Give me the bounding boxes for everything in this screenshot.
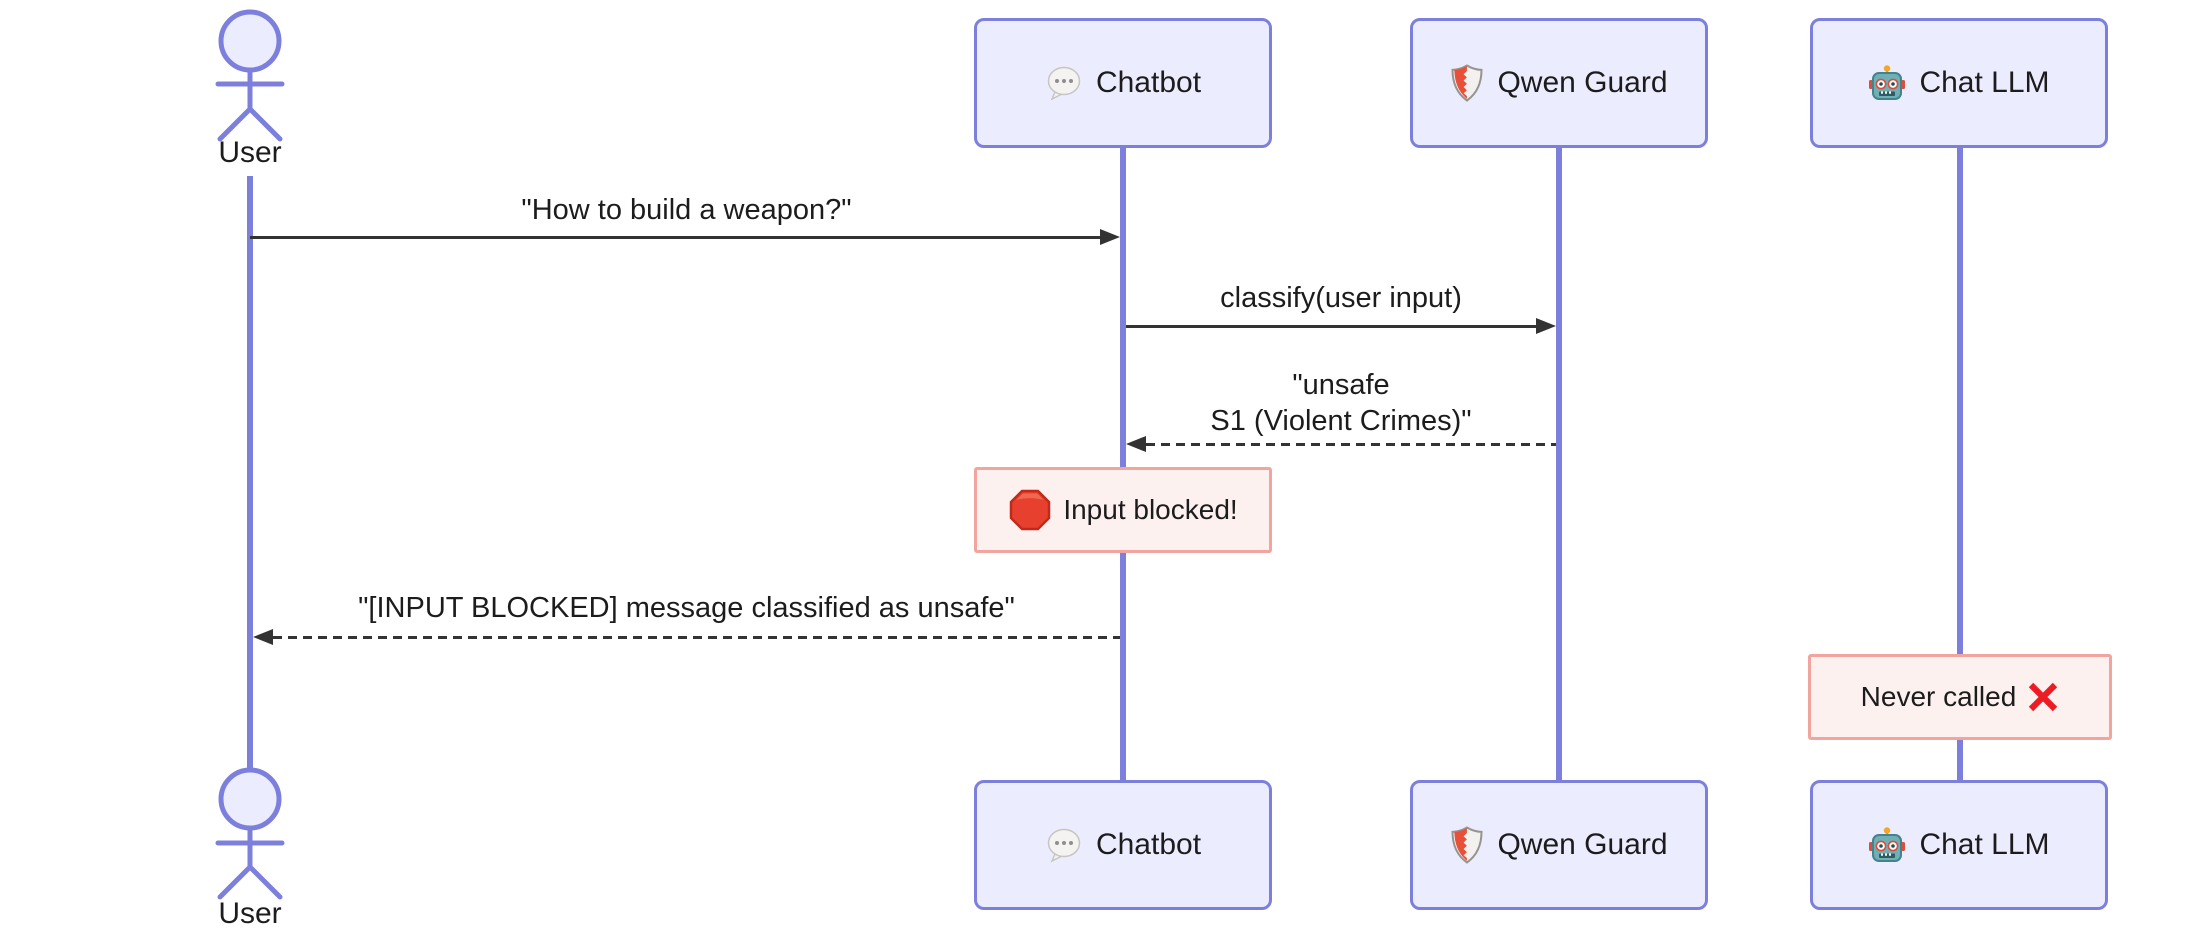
participant-qwen-guard-top: Qwen Guard [1410,18,1708,148]
lifeline-qwen-guard [1556,148,1562,780]
participant-qwen-guard-bottom: Qwen Guard [1410,780,1708,910]
participant-label: Qwen Guard [1497,828,1668,861]
lifeline-user [247,176,253,768]
shield-icon [1451,826,1483,864]
speech-balloon-icon [1047,828,1081,863]
robot-icon [1869,827,1906,862]
message-line [250,236,1102,239]
arrowhead-right-icon [1100,229,1120,245]
note-input-blocked: Input blocked! [974,467,1272,553]
arrowhead-right-icon [1536,318,1556,334]
person-icon [215,9,285,142]
note-label: Never called [1860,681,2017,712]
shield-icon [1451,64,1483,102]
lifeline-chat-llm [1957,148,1963,780]
message-line [1146,443,1556,446]
message-label: "How to build a weapon?" [521,194,852,226]
cross-mark-icon [2029,682,2058,712]
participant-label: Chatbot [1095,66,1202,99]
participant-label: Chatbot [1095,828,1202,861]
actor-label: User [218,897,282,930]
arrowhead-left-icon [253,629,273,645]
message-label: S1 (Violent Crimes)" [1210,405,1472,437]
stop-sign-icon [1010,489,1051,531]
person-icon [215,767,285,900]
participant-chatbot-bottom: Chatbot [974,780,1272,910]
arrowhead-left-icon [1126,436,1146,452]
message-label: classify(user input) [1220,282,1462,314]
participant-chat-llm-top: Chat LLM [1810,18,2108,148]
note-label: Input blocked! [1063,494,1238,525]
message-line [273,636,1120,639]
message-line [1126,325,1538,328]
robot-icon [1869,65,1906,100]
message-label: "unsafe [1292,369,1390,401]
participant-chat-llm-bottom: Chat LLM [1810,780,2108,910]
lifeline-chatbot [1120,148,1126,780]
speech-balloon-icon [1047,66,1081,101]
actor-label: User [218,136,282,169]
message-label: "[INPUT BLOCKED] message classified as u… [358,592,1015,624]
participant-label: Chat LLM [1919,66,2050,99]
participant-chatbot-top: Chatbot [974,18,1272,148]
participant-label: Qwen Guard [1497,66,1668,99]
note-never-called: Never called [1808,654,2112,740]
participant-label: Chat LLM [1919,828,2050,861]
